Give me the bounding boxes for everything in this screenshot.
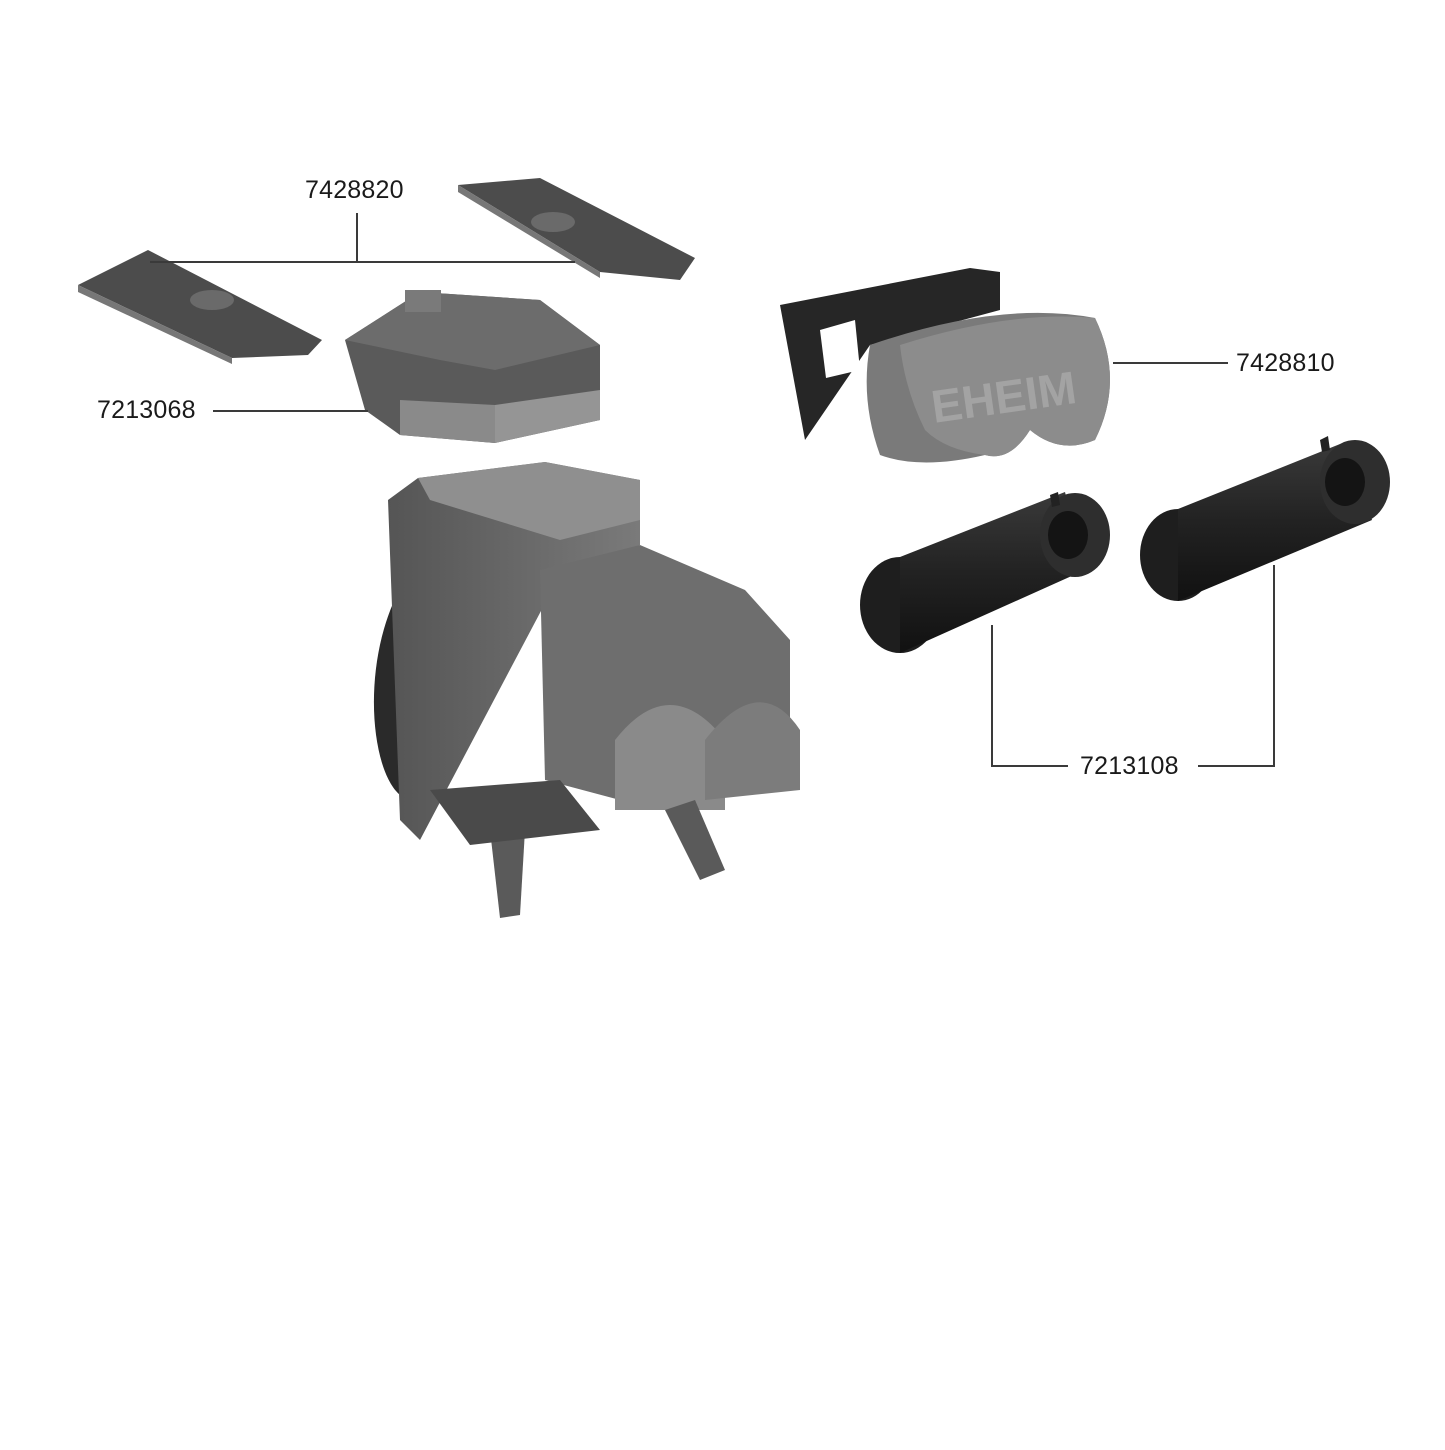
part-number-7213068: 7213068 <box>97 396 196 424</box>
part-number-7428810: 7428810 <box>1236 349 1335 377</box>
part-number-7213108: 7213108 <box>1080 752 1179 780</box>
leader-lines <box>150 213 1275 767</box>
filter-cartridge-left <box>860 492 1110 653</box>
lid-cover-right <box>458 178 695 280</box>
part-number-7428820: 7428820 <box>305 176 404 204</box>
front-cover: EHEIM <box>780 268 1110 463</box>
filter-cartridge-right <box>1140 436 1390 601</box>
lid-cover-left <box>78 250 322 364</box>
main-filter-body <box>373 462 800 918</box>
inner-cover <box>345 290 600 443</box>
